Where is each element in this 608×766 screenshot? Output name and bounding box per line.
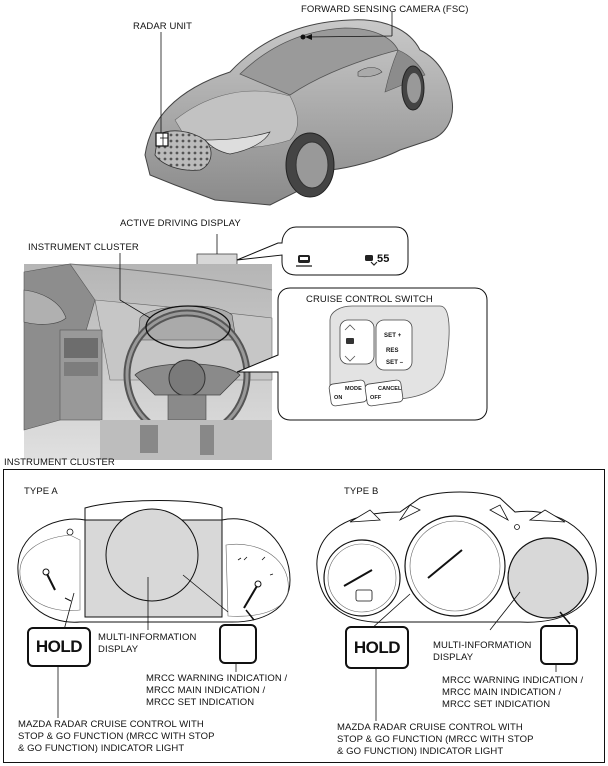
switch-mode: MODE	[345, 386, 362, 392]
switch-set-minus: SET –	[386, 360, 404, 366]
instrument-cluster-frame	[3, 469, 605, 763]
type-a-light-line1: MAZDA RADAR CRUISE CONTROL WITH	[18, 719, 204, 730]
type-a-mrcc-line1: MRCC WARNING INDICATION /	[146, 673, 288, 684]
switch-set-plus: SET +	[384, 333, 402, 339]
type-b-cluster	[316, 491, 597, 623]
type-a-mrcc-line2: MRCC MAIN INDICATION /	[146, 685, 266, 696]
fsc-label: FORWARD SENSING CAMERA (FSC)	[301, 4, 469, 15]
cruise-control-switch-label: CRUISE CONTROL SWITCH	[306, 294, 433, 305]
type-b-light-line2: STOP & GO FUNCTION (MRCC WITH STOP	[337, 734, 534, 745]
switch-cancel: CANCEL	[378, 386, 402, 392]
active-driving-display-label: ACTIVE DRIVING DISPLAY	[120, 218, 241, 229]
type-b-title: TYPE B	[344, 486, 379, 497]
type-a-mid-line2: DISPLAY	[98, 644, 139, 655]
type-b-mrcc-line3: MRCC SET INDICATION	[442, 699, 551, 710]
radar-unit-label: RADAR UNIT	[133, 21, 193, 32]
type-b-mid-line2: DISPLAY	[433, 652, 474, 663]
cruise-speed-icon	[365, 255, 378, 266]
switch-on: ON	[334, 395, 343, 401]
type-b-mrcc-line2: MRCC MAIN INDICATION /	[442, 687, 562, 698]
speed-value: 55	[377, 253, 390, 265]
type-a-light-line2: STOP & GO FUNCTION (MRCC WITH STOP	[18, 731, 215, 742]
car-illustration	[144, 19, 454, 206]
type-b-mid-line1: MULTI-INFORMATION	[433, 640, 532, 651]
type-a-mrcc-line3: MRCC SET INDICATION	[146, 697, 255, 708]
type-a-light-line3: & GO FUNCTION) INDICATOR LIGHT	[18, 743, 185, 754]
cruise-switch-panel	[328, 305, 450, 407]
hold-indicator-b: HOLD	[345, 626, 409, 669]
type-a-cluster	[17, 500, 291, 623]
type-a-title: TYPE A	[24, 486, 58, 497]
dashboard-illustration	[23, 263, 273, 460]
vehicle-ahead-icon	[296, 255, 312, 267]
type-b-light-line3: & GO FUNCTION) INDICATOR LIGHT	[337, 746, 504, 757]
type-b-mrcc-line1: MRCC WARNING INDICATION /	[442, 675, 584, 686]
mrcc-indicator-box-a	[219, 624, 257, 664]
bottom-section-title: INSTRUMENT CLUSTER	[4, 457, 115, 468]
mrcc-indicator-box-b	[540, 625, 578, 665]
switch-res: RES	[386, 348, 399, 354]
type-b-light-line1: MAZDA RADAR CRUISE CONTROL WITH	[337, 722, 523, 733]
hold-indicator-a: HOLD	[27, 627, 91, 667]
type-a-mid-line1: MULTI-INFORMATION	[98, 632, 197, 643]
switch-off: OFF	[370, 395, 382, 401]
instrument-cluster-label: INSTRUMENT CLUSTER	[28, 242, 139, 253]
